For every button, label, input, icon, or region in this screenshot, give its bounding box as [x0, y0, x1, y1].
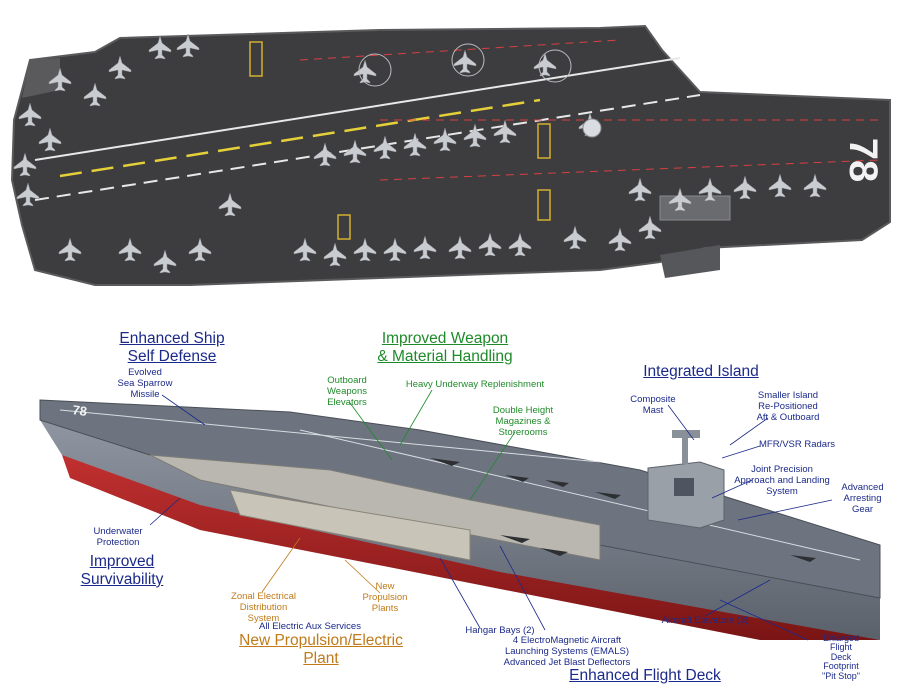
heading-integrated-island: Integrated Island: [643, 363, 759, 380]
callout-emals: 4 ElectroMagnetic Aircraft Launching Sys…: [503, 635, 631, 668]
heading-flight-deck: Enhanced Flight Deck: [569, 667, 721, 684]
callout-smaller-island: Smaller Island Re-Positioned Aft & Outbo…: [756, 390, 820, 423]
cutaway-view: 78: [39, 389, 881, 641]
callout-lines: [149, 394, 833, 641]
cutaway-deck-line-1: [59, 409, 601, 463]
helicopter-rotor-2: [451, 43, 485, 77]
heading-survivability: Improved Survivability: [80, 553, 164, 588]
callout-arresting-gear: Advanced Arresting Gear: [841, 482, 884, 515]
bow-number: 78: [72, 402, 88, 419]
callout-aircraft-elevators: Aircraft Elevators (3): [661, 615, 749, 626]
helicopter-rotor-3: [538, 49, 572, 83]
heading-ship-self-defense: Enhanced Ship Self Defense: [119, 330, 225, 365]
top-view-flight-deck: 78: [10, 24, 891, 286]
callout-composite-mast: Composite Mast: [630, 394, 676, 416]
callout-aux-services: All Electric Aux Services: [259, 621, 361, 632]
island-top: [659, 195, 731, 221]
callout-propulsion-plants: New Propulsion Plants: [362, 581, 408, 614]
e2-hawkeye-dome: [582, 118, 602, 138]
callout-underwater-protection: Underwater Protection: [93, 526, 143, 548]
callout-radars: MFR/VSR Radars: [758, 439, 835, 450]
elevator-marker-1: [249, 41, 263, 77]
callout-outboard-elevators: Outboard Weapons Elevators: [327, 375, 367, 408]
heading-propulsion: New Propulsion/Electric Plant: [239, 632, 403, 667]
deck-line-3: [59, 98, 541, 178]
callout-pit-stop: Enlarged Flight Deck Footprint "Pit Stop…: [822, 633, 860, 681]
callout-underway-replenishment: Heavy Underway Replenishment: [405, 379, 545, 390]
callout-landing-system: Joint Precision Approach and Landing Sys…: [734, 464, 830, 497]
callout-zonal-electrical: Zonal Electrical Distribution System: [231, 591, 296, 624]
heading-weapon-handling: Improved Weapon & Material Handling: [377, 330, 513, 365]
callout-sea-sparrow: Evolved Sea Sparrow Missile: [117, 367, 173, 400]
hangar-cutaway: [149, 454, 601, 561]
callout-lines-green: [349, 389, 516, 501]
deck-line-1: [34, 57, 681, 161]
sponson-right: [660, 245, 720, 278]
deck-line-2: [34, 94, 701, 201]
callout-lines-orange: [261, 537, 381, 594]
elevator-marker-4: [337, 214, 351, 240]
cutaway-aircraft: [430, 458, 816, 562]
helicopter-rotor-1: [358, 53, 392, 87]
elevator-marker-3: [537, 189, 551, 221]
hull-number: 78: [841, 138, 885, 183]
lower-decks: [229, 489, 471, 561]
callout-double-height-magazines: Double Height Magazines & Storerooms: [492, 405, 554, 438]
mast-top: [672, 430, 700, 438]
cutaway-deck-line-2: [299, 429, 861, 561]
island-radar-face: [674, 478, 694, 496]
deck-line-6: [299, 39, 621, 61]
mast: [682, 430, 688, 464]
elevator-marker-2: [537, 123, 551, 159]
deck-outline: [10, 24, 891, 286]
callout-hangar-bays: Hangar Bays (2): [465, 625, 535, 636]
sponson-left: [22, 58, 60, 98]
